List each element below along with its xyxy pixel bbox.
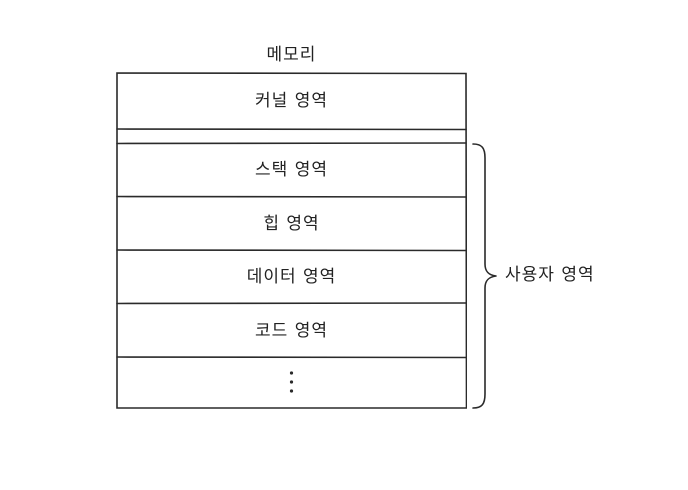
user-space-brace-icon	[472, 143, 497, 409]
memory-outline	[116, 72, 467, 409]
memory-title: 메모리	[266, 45, 317, 65]
heap-data-divider	[116, 249, 467, 252]
data-area-label: 데이터 영역	[246, 267, 337, 287]
stack-heap-divider	[116, 195, 467, 198]
memory-block: 커널 영역 스택 영역 힙 영역 데이터 영역 코드 영역	[116, 72, 467, 409]
code-free-divider	[116, 356, 467, 359]
heap-area-label: 힙 영역	[263, 214, 320, 234]
data-code-divider	[116, 302, 467, 305]
vertical-ellipsis-icon	[289, 371, 294, 393]
stack-area-label: 스택 영역	[255, 160, 328, 180]
kernel-area-label: 커널 영역	[255, 91, 328, 111]
memory-outer-frame	[116, 72, 467, 409]
kernel-divider-top	[116, 128, 467, 131]
kernel-divider-bottom	[116, 142, 467, 145]
code-area-label: 코드 영역	[255, 321, 328, 341]
user-space-label: 사용자 영역	[505, 265, 595, 285]
